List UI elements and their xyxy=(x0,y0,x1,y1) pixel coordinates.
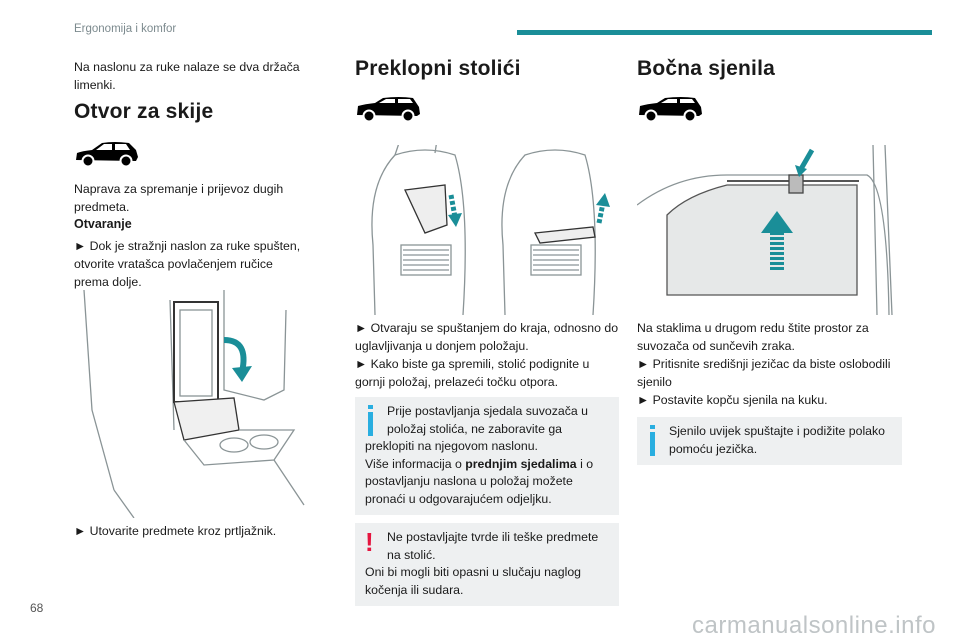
heading-ski-hatch: Otvor za skije xyxy=(74,100,214,123)
car-icon xyxy=(355,95,423,123)
info-text: Prije postavljanja sjedala suvozača u po… xyxy=(365,404,588,453)
ski-hatch-desc: Naprava za spremanje i prijevoz dugih pr… xyxy=(74,182,284,214)
heading-folding-tables: Preklopni stolići xyxy=(355,57,521,80)
warning-box: ! Ne postavljajte tvrde ili teške predme… xyxy=(355,523,619,606)
warning-text-detail: Oni bi mogli biti opasni u slučaju naglo… xyxy=(365,565,582,597)
car-icon xyxy=(74,140,142,168)
info-icon xyxy=(647,423,663,457)
warning-text: Ne postavljajte tvrde ili teške predmete… xyxy=(387,530,599,562)
info-text: Sjenilo uvijek spuštajte i podižite pola… xyxy=(669,424,886,456)
side-blind-illustration xyxy=(637,145,901,315)
tables-step-2: ► Kako biste ga spremili, stolić podigni… xyxy=(355,357,590,389)
blinds-step-2: ► Postavite kopču sjenila na kuku. xyxy=(637,393,828,407)
car-icon xyxy=(637,95,705,123)
folding-table-illustration xyxy=(355,145,619,315)
info-box: Sjenilo uvijek spuštajte i podižite pola… xyxy=(637,417,902,465)
page-number: 68 xyxy=(30,601,44,615)
info-text-more: Više informacija o xyxy=(365,456,466,471)
subheading-opening: Otvaranje xyxy=(74,217,132,231)
ski-hatch-illustration xyxy=(74,290,308,518)
watermark: carmanualsonline.info xyxy=(692,612,936,639)
folding-tables-text: ► Otvaraju se spuštanjem do kraja, odnos… xyxy=(355,319,619,606)
ski-step-2: ► Utovarite predmete kroz prtljažnik. xyxy=(74,524,277,538)
section-header: Ergonomija i komfor xyxy=(74,23,177,35)
side-blinds-text: Na staklima u drugom redu štite prostor … xyxy=(637,319,902,465)
info-icon xyxy=(365,403,381,437)
intro-text: Na naslonu za ruke nalaze se dva držača … xyxy=(74,60,300,92)
info-link-front-seats: prednjim sjedalima xyxy=(465,456,577,471)
warning-icon: ! xyxy=(365,527,374,557)
tables-step-1: ► Otvaraju se spuštanjem do kraja, odnos… xyxy=(355,321,619,353)
info-text-more-end: i o postavljanju naslona u položaj možet… xyxy=(365,456,594,506)
header-accent-bar xyxy=(517,30,932,35)
info-box: Prije postavljanja sjedala suvozača u po… xyxy=(355,397,619,515)
blinds-step-1: ► Pritisnite središnji jezičac da biste … xyxy=(637,357,891,389)
ski-step-1: ► Dok je stražnji naslon za ruke spušten… xyxy=(74,239,301,289)
heading-side-blinds: Bočna sjenila xyxy=(637,57,775,80)
blinds-desc: Na staklima u drugom redu štite prostor … xyxy=(637,321,869,353)
